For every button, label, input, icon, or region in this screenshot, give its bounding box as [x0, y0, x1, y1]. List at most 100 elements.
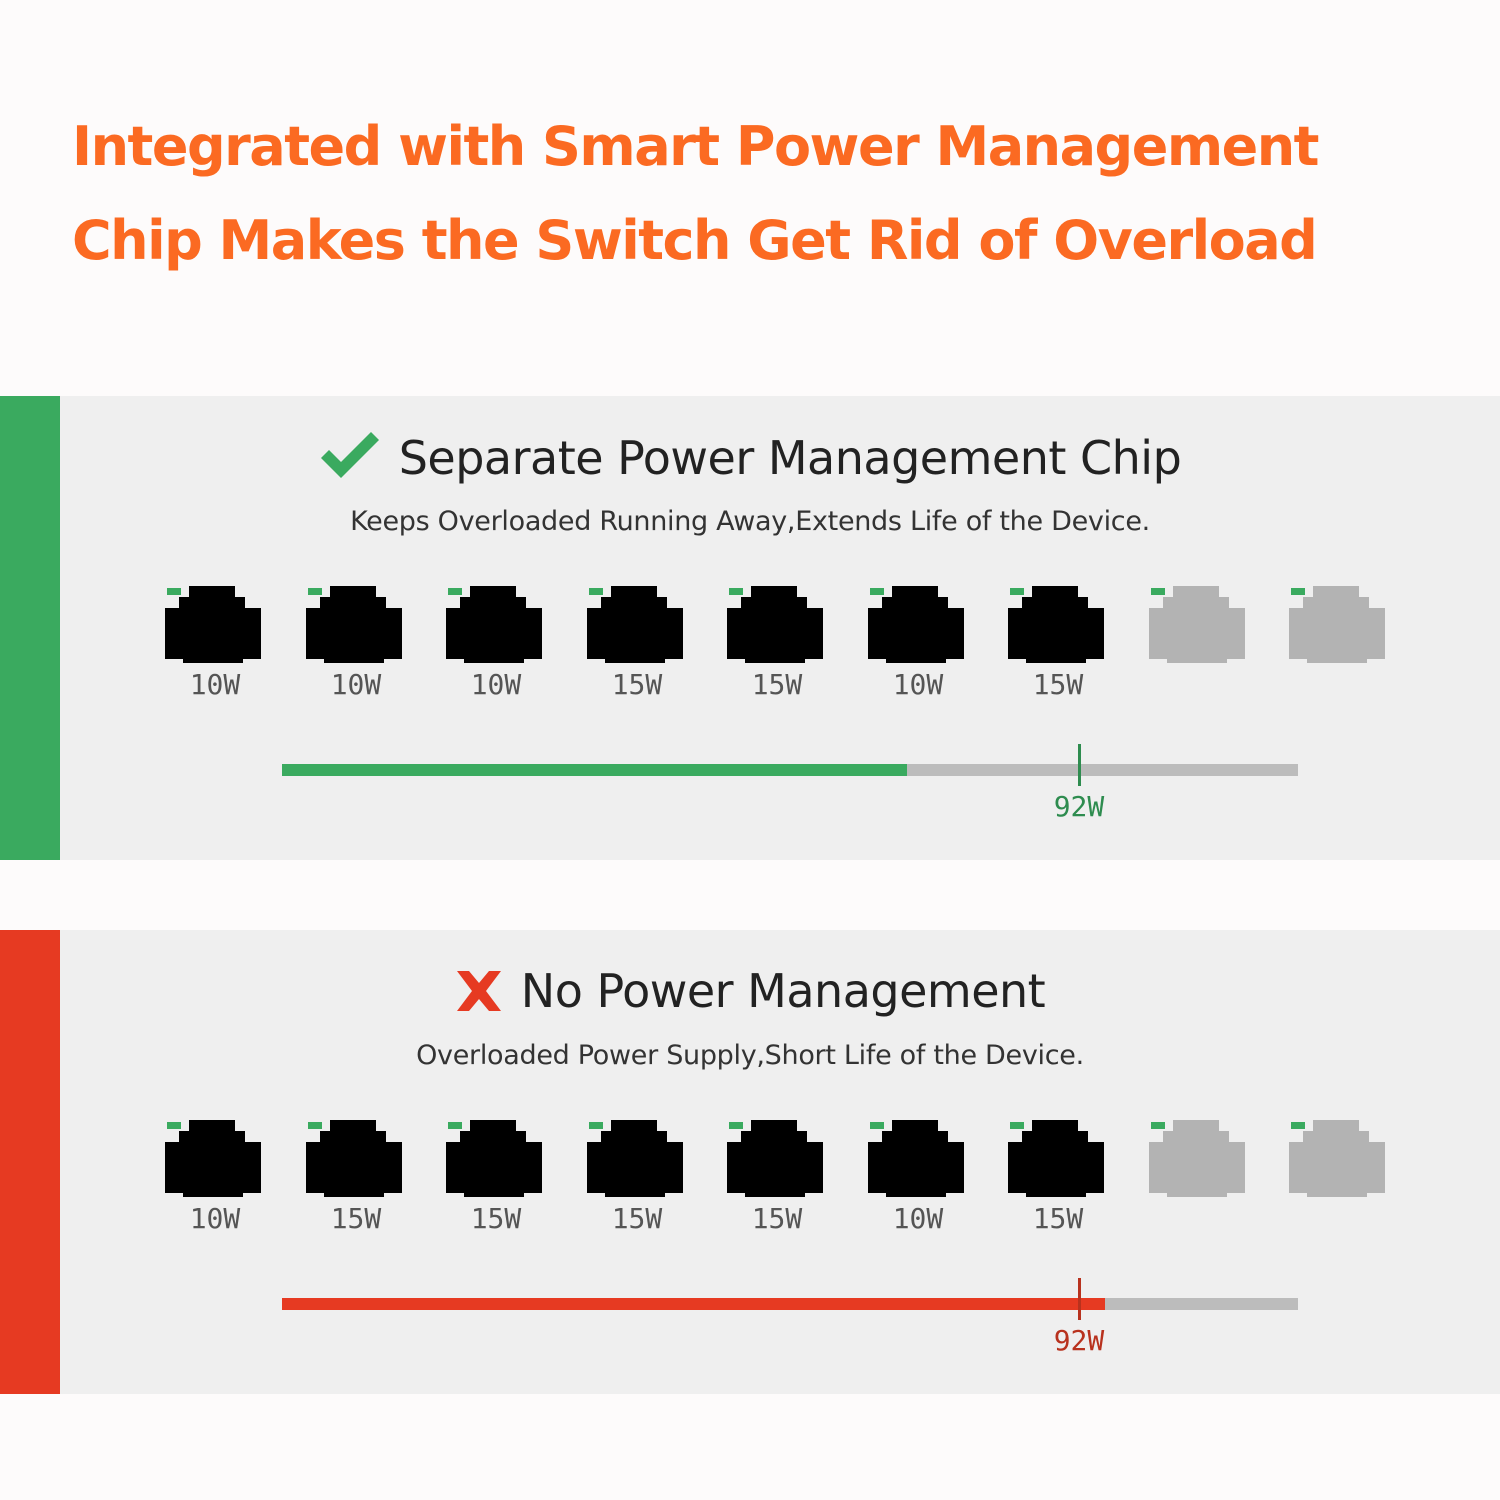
- port-power-label: 10W: [470, 668, 522, 701]
- panel-no-management: No Power Management Overloaded Power Sup…: [0, 930, 1500, 1394]
- panel-title: Separate Power Management Chip: [0, 430, 1500, 491]
- port-body: [1008, 1120, 1104, 1197]
- power-bar: 92W: [282, 744, 1298, 823]
- port-body: [306, 586, 402, 663]
- port-body: [446, 1120, 542, 1197]
- port-body: [1149, 1120, 1245, 1197]
- port-body: [165, 586, 261, 663]
- ethernet-port-active: 10W: [868, 1120, 968, 1250]
- power-limit-tick: [1078, 1278, 1081, 1320]
- ethernet-port-icon: [1149, 586, 1245, 663]
- ethernet-port-active: 15W: [446, 1120, 546, 1250]
- port-body: [1008, 586, 1104, 663]
- panel-title: No Power Management: [0, 964, 1500, 1024]
- port-body: [1289, 1120, 1385, 1197]
- link-led: [1010, 588, 1024, 595]
- port-power-label: 15W: [1032, 668, 1084, 701]
- ethernet-port-inactive: [1149, 586, 1249, 716]
- ethernet-port-active: 10W: [446, 586, 546, 716]
- port-power-label: 15W: [611, 668, 663, 701]
- ethernet-port-icon: [446, 1120, 542, 1197]
- power-limit-label: 92W: [1053, 1324, 1105, 1357]
- panel-title-text: Separate Power Management Chip: [398, 431, 1182, 485]
- ethernet-port-icon: [587, 1120, 683, 1197]
- ethernet-port-active: 10W: [165, 1120, 265, 1250]
- ethernet-port-icon: [165, 586, 261, 663]
- port-body: [1289, 586, 1385, 663]
- ethernet-port-inactive: [1289, 1120, 1389, 1250]
- port-row: 10W 10W 10W 15W 15W 10W 15W: [165, 586, 1405, 716]
- port-power-label: 15W: [751, 668, 803, 701]
- link-led: [448, 588, 462, 595]
- panel-separate-chip: Separate Power Management Chip Keeps Ove…: [0, 396, 1500, 860]
- ethernet-port-icon: [1289, 586, 1385, 663]
- ethernet-port-icon: [1289, 1120, 1385, 1197]
- port-body: [446, 586, 542, 663]
- ethernet-port-active: 15W: [727, 586, 827, 716]
- ethernet-port-icon: [306, 1120, 402, 1197]
- ethernet-port-active: 15W: [1008, 1120, 1108, 1250]
- panel-subtitle: Keeps Overloaded Running Away,Extends Li…: [350, 506, 1150, 537]
- ethernet-port-active: 15W: [727, 1120, 827, 1250]
- accent-bar-red: [0, 930, 60, 1394]
- link-led: [729, 588, 743, 595]
- cross-icon: [455, 969, 503, 1024]
- ethernet-port-active: 10W: [868, 586, 968, 716]
- link-led: [167, 588, 181, 595]
- ethernet-port-icon: [1149, 1120, 1245, 1197]
- ethernet-port-icon: [306, 586, 402, 663]
- port-power-label: 10W: [892, 1202, 944, 1235]
- link-led: [1151, 588, 1165, 595]
- power-limit-label: 92W: [1053, 790, 1105, 823]
- port-body: [165, 1120, 261, 1197]
- link-led: [870, 588, 884, 595]
- link-led: [308, 1122, 322, 1129]
- port-power-label: 10W: [330, 668, 382, 701]
- power-bar-fill: [282, 1298, 1105, 1310]
- ethernet-port-inactive: [1149, 1120, 1249, 1250]
- port-body: [306, 1120, 402, 1197]
- power-limit-tick: [1078, 744, 1081, 786]
- ethernet-port-active: 10W: [306, 586, 406, 716]
- ethernet-port-icon: [165, 1120, 261, 1197]
- port-body: [727, 586, 823, 663]
- ethernet-port-icon: [1008, 1120, 1104, 1197]
- ethernet-port-icon: [727, 1120, 823, 1197]
- headline-line-2: Chip Makes the Switch Get Rid of Overloa…: [72, 209, 1318, 272]
- ethernet-port-active: 15W: [306, 1120, 406, 1250]
- ethernet-port-active: 10W: [165, 586, 265, 716]
- port-body: [868, 586, 964, 663]
- ethernet-port-icon: [868, 1120, 964, 1197]
- port-body: [1149, 586, 1245, 663]
- port-power-label: 10W: [892, 668, 944, 701]
- link-led: [589, 588, 603, 595]
- port-body: [868, 1120, 964, 1197]
- ethernet-port-icon: [587, 586, 683, 663]
- port-power-label: 15W: [330, 1202, 382, 1235]
- port-power-label: 10W: [189, 668, 241, 701]
- port-body: [587, 586, 683, 663]
- power-bar: 92W: [282, 1278, 1298, 1357]
- port-power-label: 15W: [470, 1202, 522, 1235]
- link-led: [167, 1122, 181, 1129]
- ethernet-port-icon: [1008, 586, 1104, 663]
- ethernet-port-inactive: [1289, 586, 1389, 716]
- link-led: [1291, 588, 1305, 595]
- power-bar-fill: [282, 764, 907, 776]
- port-power-label: 15W: [751, 1202, 803, 1235]
- link-led: [448, 1122, 462, 1129]
- ethernet-port-active: 15W: [587, 586, 687, 716]
- ethernet-port-icon: [868, 586, 964, 663]
- port-row: 10W 15W 15W 15W 15W 10W 15W: [165, 1120, 1405, 1250]
- port-power-label: 10W: [189, 1202, 241, 1235]
- ethernet-port-active: 15W: [587, 1120, 687, 1250]
- link-led: [729, 1122, 743, 1129]
- port-power-label: 15W: [611, 1202, 663, 1235]
- ethernet-port-icon: [446, 586, 542, 663]
- headline-line-1: Integrated with Smart Power Management: [72, 115, 1320, 178]
- ethernet-port-active: 15W: [1008, 586, 1108, 716]
- link-led: [589, 1122, 603, 1129]
- port-body: [587, 1120, 683, 1197]
- panel-title-text: No Power Management: [520, 964, 1046, 1018]
- link-led: [308, 588, 322, 595]
